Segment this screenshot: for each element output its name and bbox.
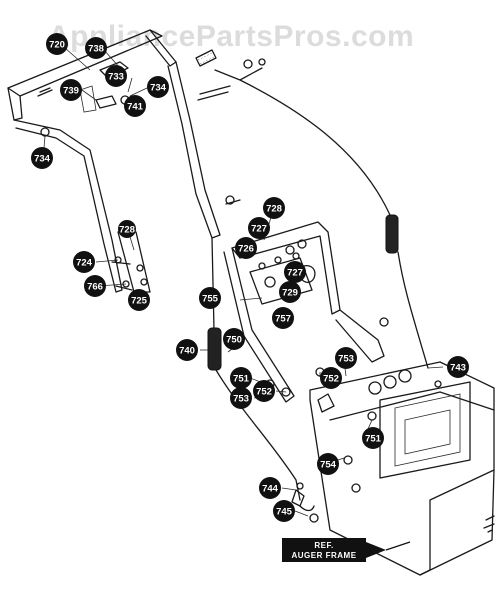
svg-text:725: 725: [131, 296, 148, 307]
watermark-text: AppliancePartsPros.com: [48, 20, 414, 53]
svg-text:REF.: REF.: [314, 541, 333, 550]
callout-755: 755: [199, 287, 221, 309]
callout-743: 743: [447, 356, 469, 378]
control-cable-left: [207, 237, 315, 512]
svg-text:AUGER FRAME: AUGER FRAME: [291, 551, 356, 560]
callout-734-top: 734: [147, 76, 169, 98]
callout-728-upper: 728: [263, 197, 285, 219]
svg-text:752: 752: [256, 387, 272, 398]
svg-text:724: 724: [76, 258, 93, 269]
svg-text:727: 727: [251, 224, 267, 235]
callout-733: 733: [105, 65, 127, 87]
callout-753-left: 753: [230, 387, 252, 409]
callout-754: 754: [317, 453, 339, 475]
callout-724: 724: [73, 251, 95, 273]
callout-740: 740: [176, 339, 198, 361]
cable-spring-lower: [207, 327, 222, 371]
svg-text:739: 739: [63, 86, 79, 97]
svg-text:753: 753: [233, 394, 249, 405]
callout-745: 745: [273, 500, 295, 522]
svg-text:757: 757: [275, 314, 291, 325]
svg-text:734: 734: [34, 154, 51, 165]
callout-751-right: 751: [362, 427, 384, 449]
reference-auger-frame-label: REF. AUGER FRAME: [282, 538, 411, 562]
svg-text:720: 720: [49, 40, 65, 51]
callout-727-lower: 727: [284, 261, 306, 283]
callout-753-right: 753: [335, 347, 357, 369]
svg-text:744: 744: [262, 484, 279, 495]
callout-744: 744: [259, 477, 281, 499]
callout-750: 750: [223, 328, 245, 350]
svg-text:727: 727: [287, 268, 303, 279]
svg-text:753: 753: [338, 354, 354, 365]
svg-text:743: 743: [450, 363, 466, 374]
svg-text:733: 733: [108, 72, 124, 83]
callout-729: 729: [279, 281, 301, 303]
svg-text:728: 728: [266, 204, 282, 215]
callout-738: 738: [85, 37, 107, 59]
svg-text:766: 766: [87, 282, 103, 293]
callout-badges: 720 738 733 734 739 741 734 728 727 726 …: [31, 33, 469, 522]
svg-text:750: 750: [226, 335, 242, 346]
callout-720: 720: [46, 33, 68, 55]
svg-text:752: 752: [323, 374, 339, 385]
callout-751-left: 751: [230, 367, 252, 389]
callout-739: 739: [60, 79, 82, 101]
svg-text:751: 751: [365, 434, 382, 445]
cable-spring-upper: [385, 214, 399, 254]
svg-text:738: 738: [88, 44, 104, 55]
callout-734-left: 734: [31, 147, 53, 169]
reference-arrow-icon: [366, 542, 386, 558]
svg-text:755: 755: [202, 294, 219, 305]
svg-text:741: 741: [127, 102, 144, 113]
callout-757: 757: [272, 307, 294, 329]
svg-text:729: 729: [282, 288, 298, 299]
hardware-parts: [40, 58, 442, 523]
svg-text:751: 751: [233, 374, 250, 385]
callout-726: 726: [235, 237, 257, 259]
callout-727-upper: 727: [248, 217, 270, 239]
svg-text:745: 745: [276, 507, 293, 518]
callout-741: 741: [124, 95, 146, 117]
callout-766: 766: [84, 275, 106, 297]
svg-text:740: 740: [179, 346, 195, 357]
svg-text:726: 726: [238, 244, 254, 255]
callout-752-left: 752: [253, 380, 275, 402]
callout-725: 725: [128, 289, 150, 311]
callout-752-right: 752: [320, 367, 342, 389]
svg-text:754: 754: [320, 460, 337, 471]
svg-text:734: 734: [150, 83, 167, 94]
svg-text:728: 728: [119, 225, 135, 236]
control-cable-right: [214, 67, 429, 369]
callout-728-left: 728: [118, 220, 136, 238]
